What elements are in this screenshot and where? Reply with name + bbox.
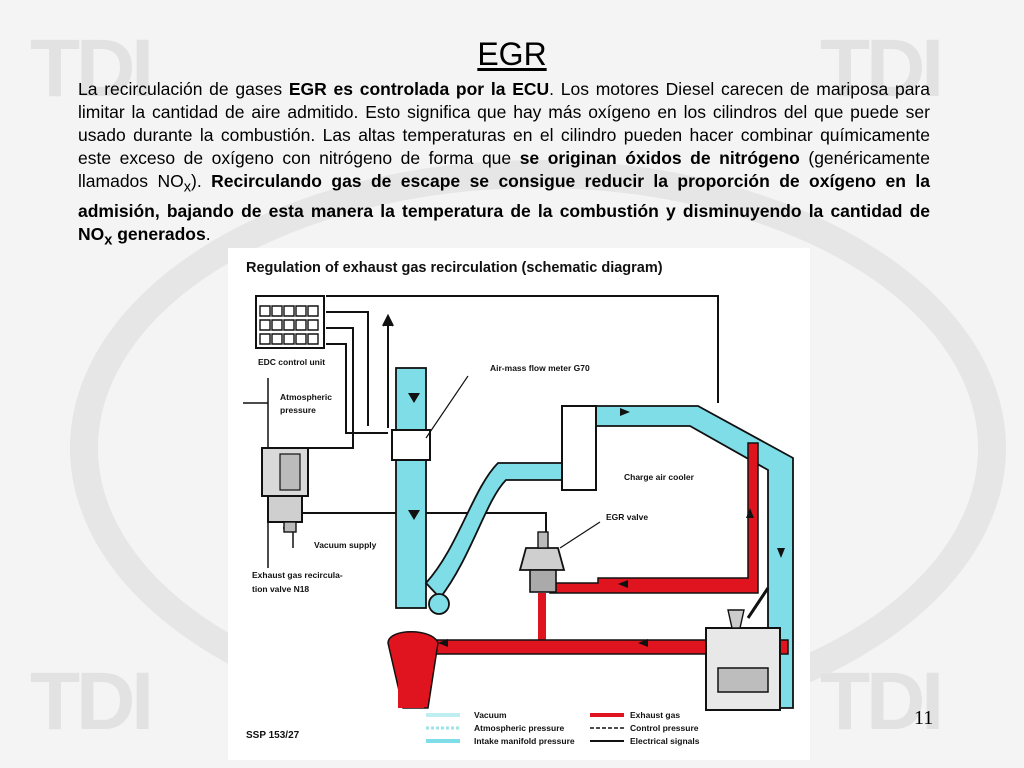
watermark-logo: TDI xyxy=(820,656,944,747)
legend-exhaust: Exhaust gas xyxy=(630,710,680,720)
diagram-reference: SSP 153/27 xyxy=(246,730,300,741)
label-egr-valve: EGR valve xyxy=(606,512,648,522)
watermark-logo: TDI xyxy=(820,23,944,114)
watermark-logo: TDI xyxy=(30,656,154,747)
watermark-logo: TDI xyxy=(30,23,154,114)
text-run-bold: EGR es controlada por la ECU xyxy=(288,79,550,99)
legend-control: Control pressure xyxy=(630,723,699,733)
text-run: ). xyxy=(191,171,212,191)
label-edc: EDC control unit xyxy=(258,357,325,367)
text-run-bold: Recirculando gas de escape se consigue r… xyxy=(78,171,930,244)
label-charge-air-cooler: Charge air cooler xyxy=(624,472,695,482)
page-number: 11 xyxy=(914,707,934,729)
label-pressure: pressure xyxy=(280,405,316,415)
egr-valve xyxy=(518,531,566,593)
legend-atmospheric: Atmospheric pressure xyxy=(474,723,564,733)
flow-arrows xyxy=(408,393,785,647)
label-atmospheric: Atmospheric xyxy=(280,392,332,402)
slide-title: EGR xyxy=(477,36,547,72)
exhaust-gas-path xyxy=(387,442,789,709)
legend-vacuum: Vacuum xyxy=(474,710,507,720)
label-n18-line1: Exhaust gas recircula- xyxy=(252,570,343,580)
engine-cylinder xyxy=(705,587,781,711)
slide-paragraph: La recirculación de gases EGR es control… xyxy=(78,78,930,252)
label-vacuum-supply: Vacuum supply xyxy=(314,540,377,550)
text-run: . Los motores Diesel carecen de mariposa… xyxy=(78,79,930,168)
egr-solenoid-valve-n18 xyxy=(261,447,309,533)
text-run-bold: generados xyxy=(112,223,206,244)
subscript: x xyxy=(183,179,191,196)
legend-electrical: Electrical signals xyxy=(630,736,700,746)
legend-intake: Intake manifold pressure xyxy=(474,736,575,746)
diagram-legend: Vacuum Atmospheric pressure Intake manif… xyxy=(426,710,700,746)
diagram-title: Regulation of exhaust gas recirculation … xyxy=(246,260,663,276)
text-run: (genéricamente llamados NO xyxy=(78,148,930,191)
text-run: . xyxy=(205,223,211,244)
subscript: x xyxy=(104,232,113,248)
label-n18-line2: tion valve N18 xyxy=(252,584,309,594)
text-run-bold: se originan óxidos de nitrógeno xyxy=(519,148,800,168)
egr-schematic-diagram: Regulation of exhaust gas recirculation … xyxy=(228,248,810,760)
text-run: La recirculación de gases xyxy=(78,79,289,99)
charge-air-cooler xyxy=(561,405,597,491)
edc-control-unit xyxy=(255,295,325,349)
label-maf: Air-mass flow meter G70 xyxy=(490,363,590,373)
